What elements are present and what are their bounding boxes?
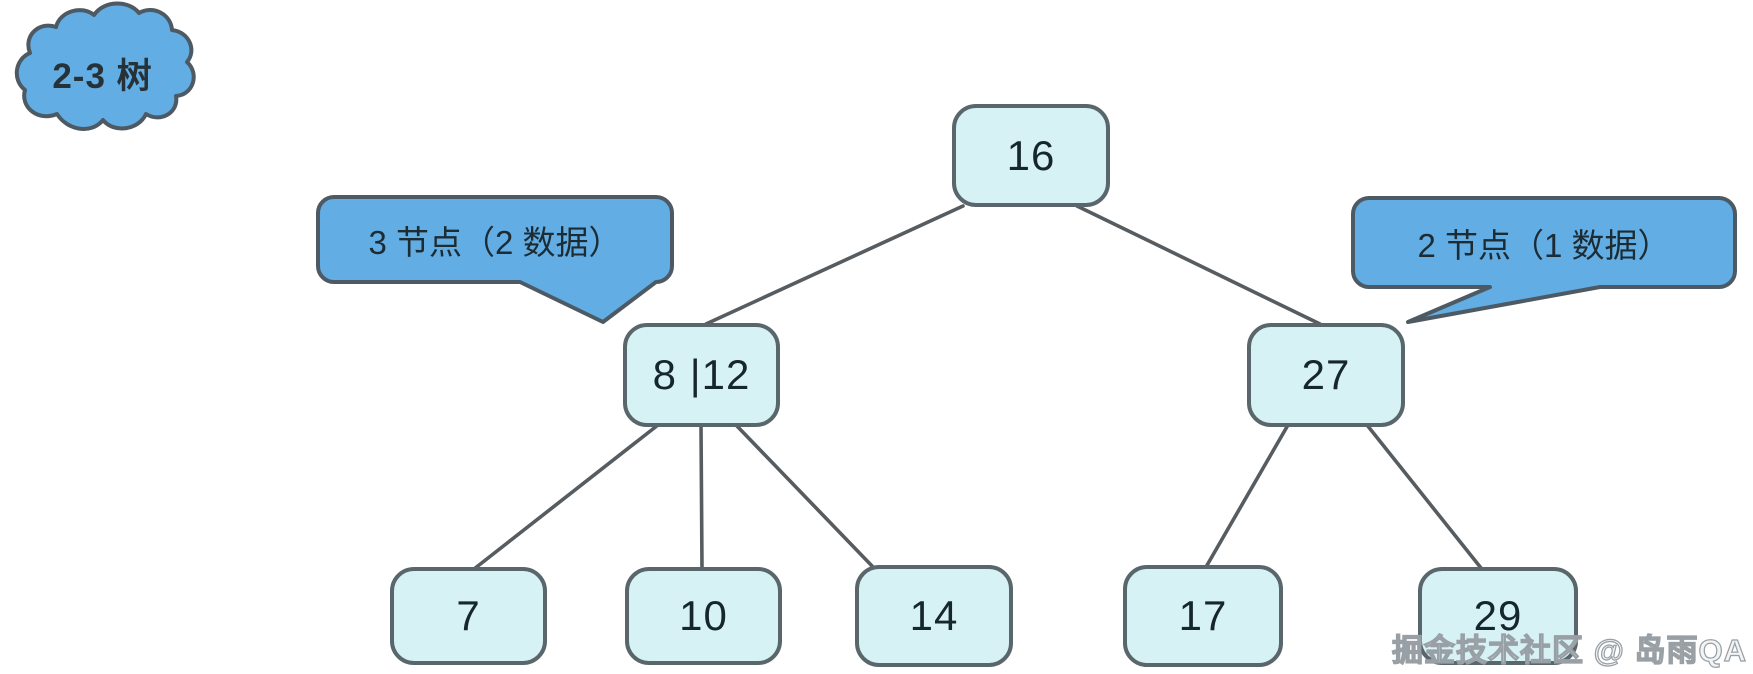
tree-node-17-label: 17 — [1178, 592, 1228, 639]
edge-8-12-to-14 — [734, 423, 875, 569]
tree-node-14: 14 — [855, 565, 1013, 667]
edge-27-to-17 — [1204, 423, 1290, 569]
watermark: 掘金技术社区 @ 岛雨QA — [1391, 632, 1747, 668]
tree-node-14-label: 14 — [909, 592, 959, 639]
tree-node-7: 7 — [390, 567, 547, 665]
title-cloud-label: 2-3 树 — [52, 56, 153, 96]
edge-8-12-to-7 — [472, 423, 660, 571]
edge-16-to-8-12 — [704, 204, 965, 326]
edge-16-to-27 — [1075, 204, 1322, 326]
callout-3-node-bubble — [316, 195, 674, 324]
tree-node-10-label: 10 — [679, 592, 728, 639]
edge-8-12-to-10 — [699, 423, 704, 570]
tree-node-27: 27 — [1247, 323, 1405, 427]
tree-node-29: 29 — [1418, 567, 1578, 665]
tree-node-8-12: 8 |12 — [623, 323, 780, 427]
tree-node-29-label: 29 — [1473, 592, 1523, 639]
tree-edges — [472, 204, 1483, 571]
callout-2-node-label: 2 节点（1 数据） — [1417, 226, 1671, 264]
tree-node-27-label: 27 — [1301, 351, 1351, 398]
title-cloud-shape — [14, 1, 196, 131]
callout-2-node-bubble — [1351, 196, 1737, 324]
callout-3-node-label: 3 节点（2 数据） — [368, 223, 622, 261]
tree-node-16: 16 — [952, 104, 1110, 207]
tree-node-8-12-label: 8 |12 — [652, 351, 751, 398]
tree-node-7-label: 7 — [456, 592, 481, 639]
tree-node-17: 17 — [1123, 565, 1283, 667]
tree-node-16-label: 16 — [1006, 131, 1056, 179]
tree-node-10: 10 — [625, 567, 782, 665]
edge-27-to-29 — [1365, 423, 1483, 570]
